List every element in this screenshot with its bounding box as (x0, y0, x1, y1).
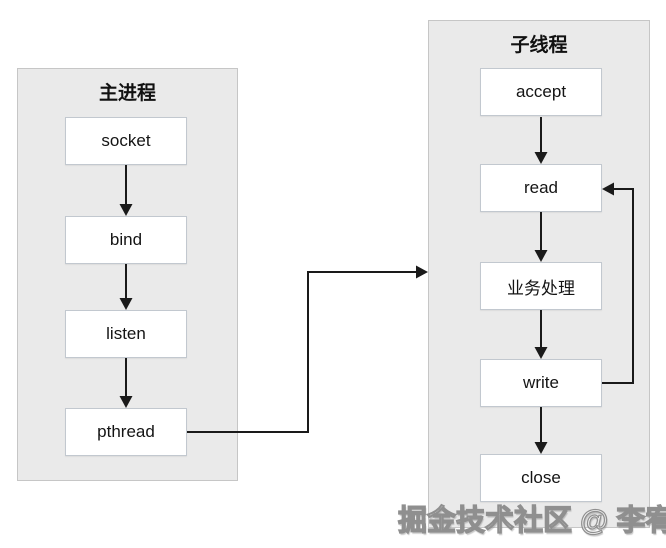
node-read: read (480, 164, 602, 212)
node-accept: accept (480, 68, 602, 116)
node-pthread: pthread (65, 408, 187, 456)
main-process-title: 主进程 (98, 83, 156, 104)
node-listen: listen (65, 310, 187, 358)
node-close: close (480, 454, 602, 502)
watermark-text: 掘金技术社区 @ 李宥 (397, 504, 666, 537)
node-bind: bind (65, 216, 187, 264)
child-thread-title: 子线程 (510, 35, 568, 56)
node-business-processing: 业务处理 (480, 262, 602, 310)
node-socket: socket (65, 117, 187, 165)
node-write: write (480, 359, 602, 407)
